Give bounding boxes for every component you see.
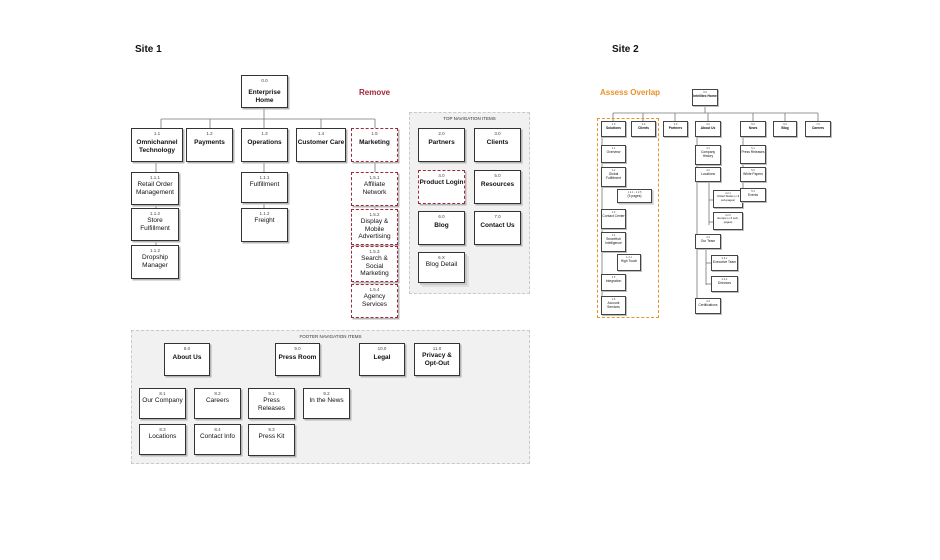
site1-home-node[interactable]: 0.0 Enterprise Home	[241, 75, 288, 108]
site2-node-clients[interactable]: 2.0 Clients	[631, 121, 656, 137]
site1-node-about-us[interactable]: 8.0 About Us	[164, 343, 210, 376]
site1-node-partners[interactable]: 2.0 Partners	[418, 128, 465, 162]
site1-node-legal[interactable]: 10.0 Legal	[359, 343, 405, 376]
site1-node-blog-detail[interactable]: 6.X Blog Detail	[418, 252, 465, 283]
assess-overlap-label: Assess Overlap	[600, 88, 661, 97]
site2-node-global-fulfillment[interactable]: 1.2 Global Fulfillment	[601, 167, 626, 187]
site1-node-agency-services[interactable]: 1.5.4 Agency Services	[351, 284, 398, 318]
site1-node-blog[interactable]: 6.0 Blog	[418, 211, 465, 245]
site1-node-product-login[interactable]: 4.0 Product Login	[418, 170, 465, 204]
assess-overlap-region	[597, 118, 659, 318]
site1-node-privacy-opt-out[interactable]: 11.0 Privacy & Opt-Out	[414, 343, 460, 376]
site2-node-europe[interactable]: 4.2.2 Europe (+ 6 sub-pages)	[713, 212, 743, 230]
site1-node-freight[interactable]: 1.1.2 Freight	[241, 208, 288, 242]
site2-node-blog[interactable]: 6.0 Blog	[773, 121, 797, 137]
site1-node-omnichannel[interactable]: 1.1 Omnichannel Technology	[131, 128, 183, 162]
site2-node-certifications[interactable]: 4.4 Certifications	[695, 298, 721, 314]
site1-node-locations[interactable]: 8.3 Locations	[139, 424, 186, 455]
site2-node-about-us[interactable]: 4.0 About Us	[695, 121, 721, 137]
site1-node-resources[interactable]: 5.0 Resources	[474, 170, 521, 204]
site1-node-contact-us[interactable]: 7.0 Contact Us	[474, 211, 521, 245]
site2-node-executive-team[interactable]: 4.3.1 Executive Team	[711, 255, 738, 271]
site2-node-solutions[interactable]: 1.0 Solutions	[601, 121, 626, 137]
site1-node-in-the-news[interactable]: 9.2 In the News	[303, 388, 350, 419]
site1-title: Site 1	[135, 44, 162, 55]
site2-node-our-team[interactable]: 4.3 Our Team	[695, 234, 721, 249]
footer-nav-title: FOOTER NAVIGATION ITEMS	[299, 334, 362, 339]
top-nav-title: TOP NAVIGATION ITEMS	[443, 116, 496, 121]
site2-node-careers[interactable]: 7.0 Careers	[805, 121, 831, 137]
site2-node-integration[interactable]: 1.5 Integration	[601, 274, 626, 291]
site2-node-contact-center[interactable]: 1.3 Contact Center	[601, 209, 626, 229]
site1-node-operations[interactable]: 1.3 Operations	[241, 128, 288, 162]
site2-node-global-fulfillment-subpages[interactable]: 1.2.1 - 1.2.5 (5 pages)	[617, 189, 652, 203]
site2-node-united-states[interactable]: 4.2.1 United States (+ 9 sub-pages)	[713, 190, 743, 208]
site2-node-smarthub-intelligence[interactable]: 1.4 SmartHub Intelligence	[601, 232, 626, 252]
site1-node-payments[interactable]: 1.2 Payments	[186, 128, 233, 162]
site2-node-white-papers[interactable]: 5.2 White Papers	[740, 167, 766, 182]
site1-node-careers[interactable]: 8.2 Careers	[194, 388, 241, 419]
site2-node-account-services[interactable]: 1.6 Account Services	[601, 296, 626, 315]
site1-node-press-room[interactable]: 9.0 Press Room	[275, 343, 320, 376]
site2-node-high-touch[interactable]: 1.4.1 High Touch	[617, 254, 641, 271]
site2-node-events[interactable]: 5.3 Events	[740, 188, 766, 202]
site2-node-partners[interactable]: 3.0 Partners	[663, 121, 688, 137]
site1-node-dropship-manager[interactable]: 1.1.2 Dropship Manager	[131, 245, 179, 279]
remove-label: Remove	[359, 88, 391, 97]
site2-home-node[interactable]: 0.0 Intellitec Home	[692, 89, 718, 106]
site1-node-contact-info[interactable]: 8.4 Contact Info	[194, 424, 241, 455]
site1-node-retail-order-management[interactable]: 1.1.1 Retail Order Management	[131, 172, 179, 205]
site1-node-display-mobile-advertising[interactable]: 1.5.2 Display & Mobile Advertising	[351, 209, 398, 245]
site1-node-marketing[interactable]: 1.5 Marketing	[351, 128, 398, 162]
site1-node-customer-care[interactable]: 1.4 Customer Care	[296, 128, 346, 162]
site2-node-locations[interactable]: 4.2 Locations	[695, 167, 721, 182]
site2-node-press-releases[interactable]: 5.1 Press Releases	[740, 145, 766, 164]
site1-node-store-fulfillment[interactable]: 1.1.2 Store Fulfillment	[131, 208, 179, 241]
site2-node-company-history[interactable]: 4.1 Company History	[695, 145, 721, 165]
site1-node-clients[interactable]: 3.0 Clients	[474, 128, 521, 162]
site2-node-news[interactable]: 5.0 News	[740, 121, 766, 137]
site1-node-press-kit[interactable]: 9.3 Press Kit	[248, 424, 295, 456]
site1-node-search-social-marketing[interactable]: 1.5.3 Search & Social Marketing	[351, 246, 398, 282]
site1-node-press-releases[interactable]: 9.1 Press Releases	[248, 388, 295, 419]
site2-node-directors[interactable]: 4.3.2 Directors	[711, 276, 738, 292]
site1-node-our-company[interactable]: 8.1 Our Company	[139, 388, 186, 419]
site1-node-fulfillment[interactable]: 1.1.1 Fulfillment	[241, 172, 288, 203]
site2-title: Site 2	[612, 44, 639, 55]
site1-node-affiliate-network[interactable]: 1.5.1 Affiliate Network	[351, 172, 398, 206]
site2-node-overview[interactable]: 1.1 Overview	[601, 145, 626, 163]
